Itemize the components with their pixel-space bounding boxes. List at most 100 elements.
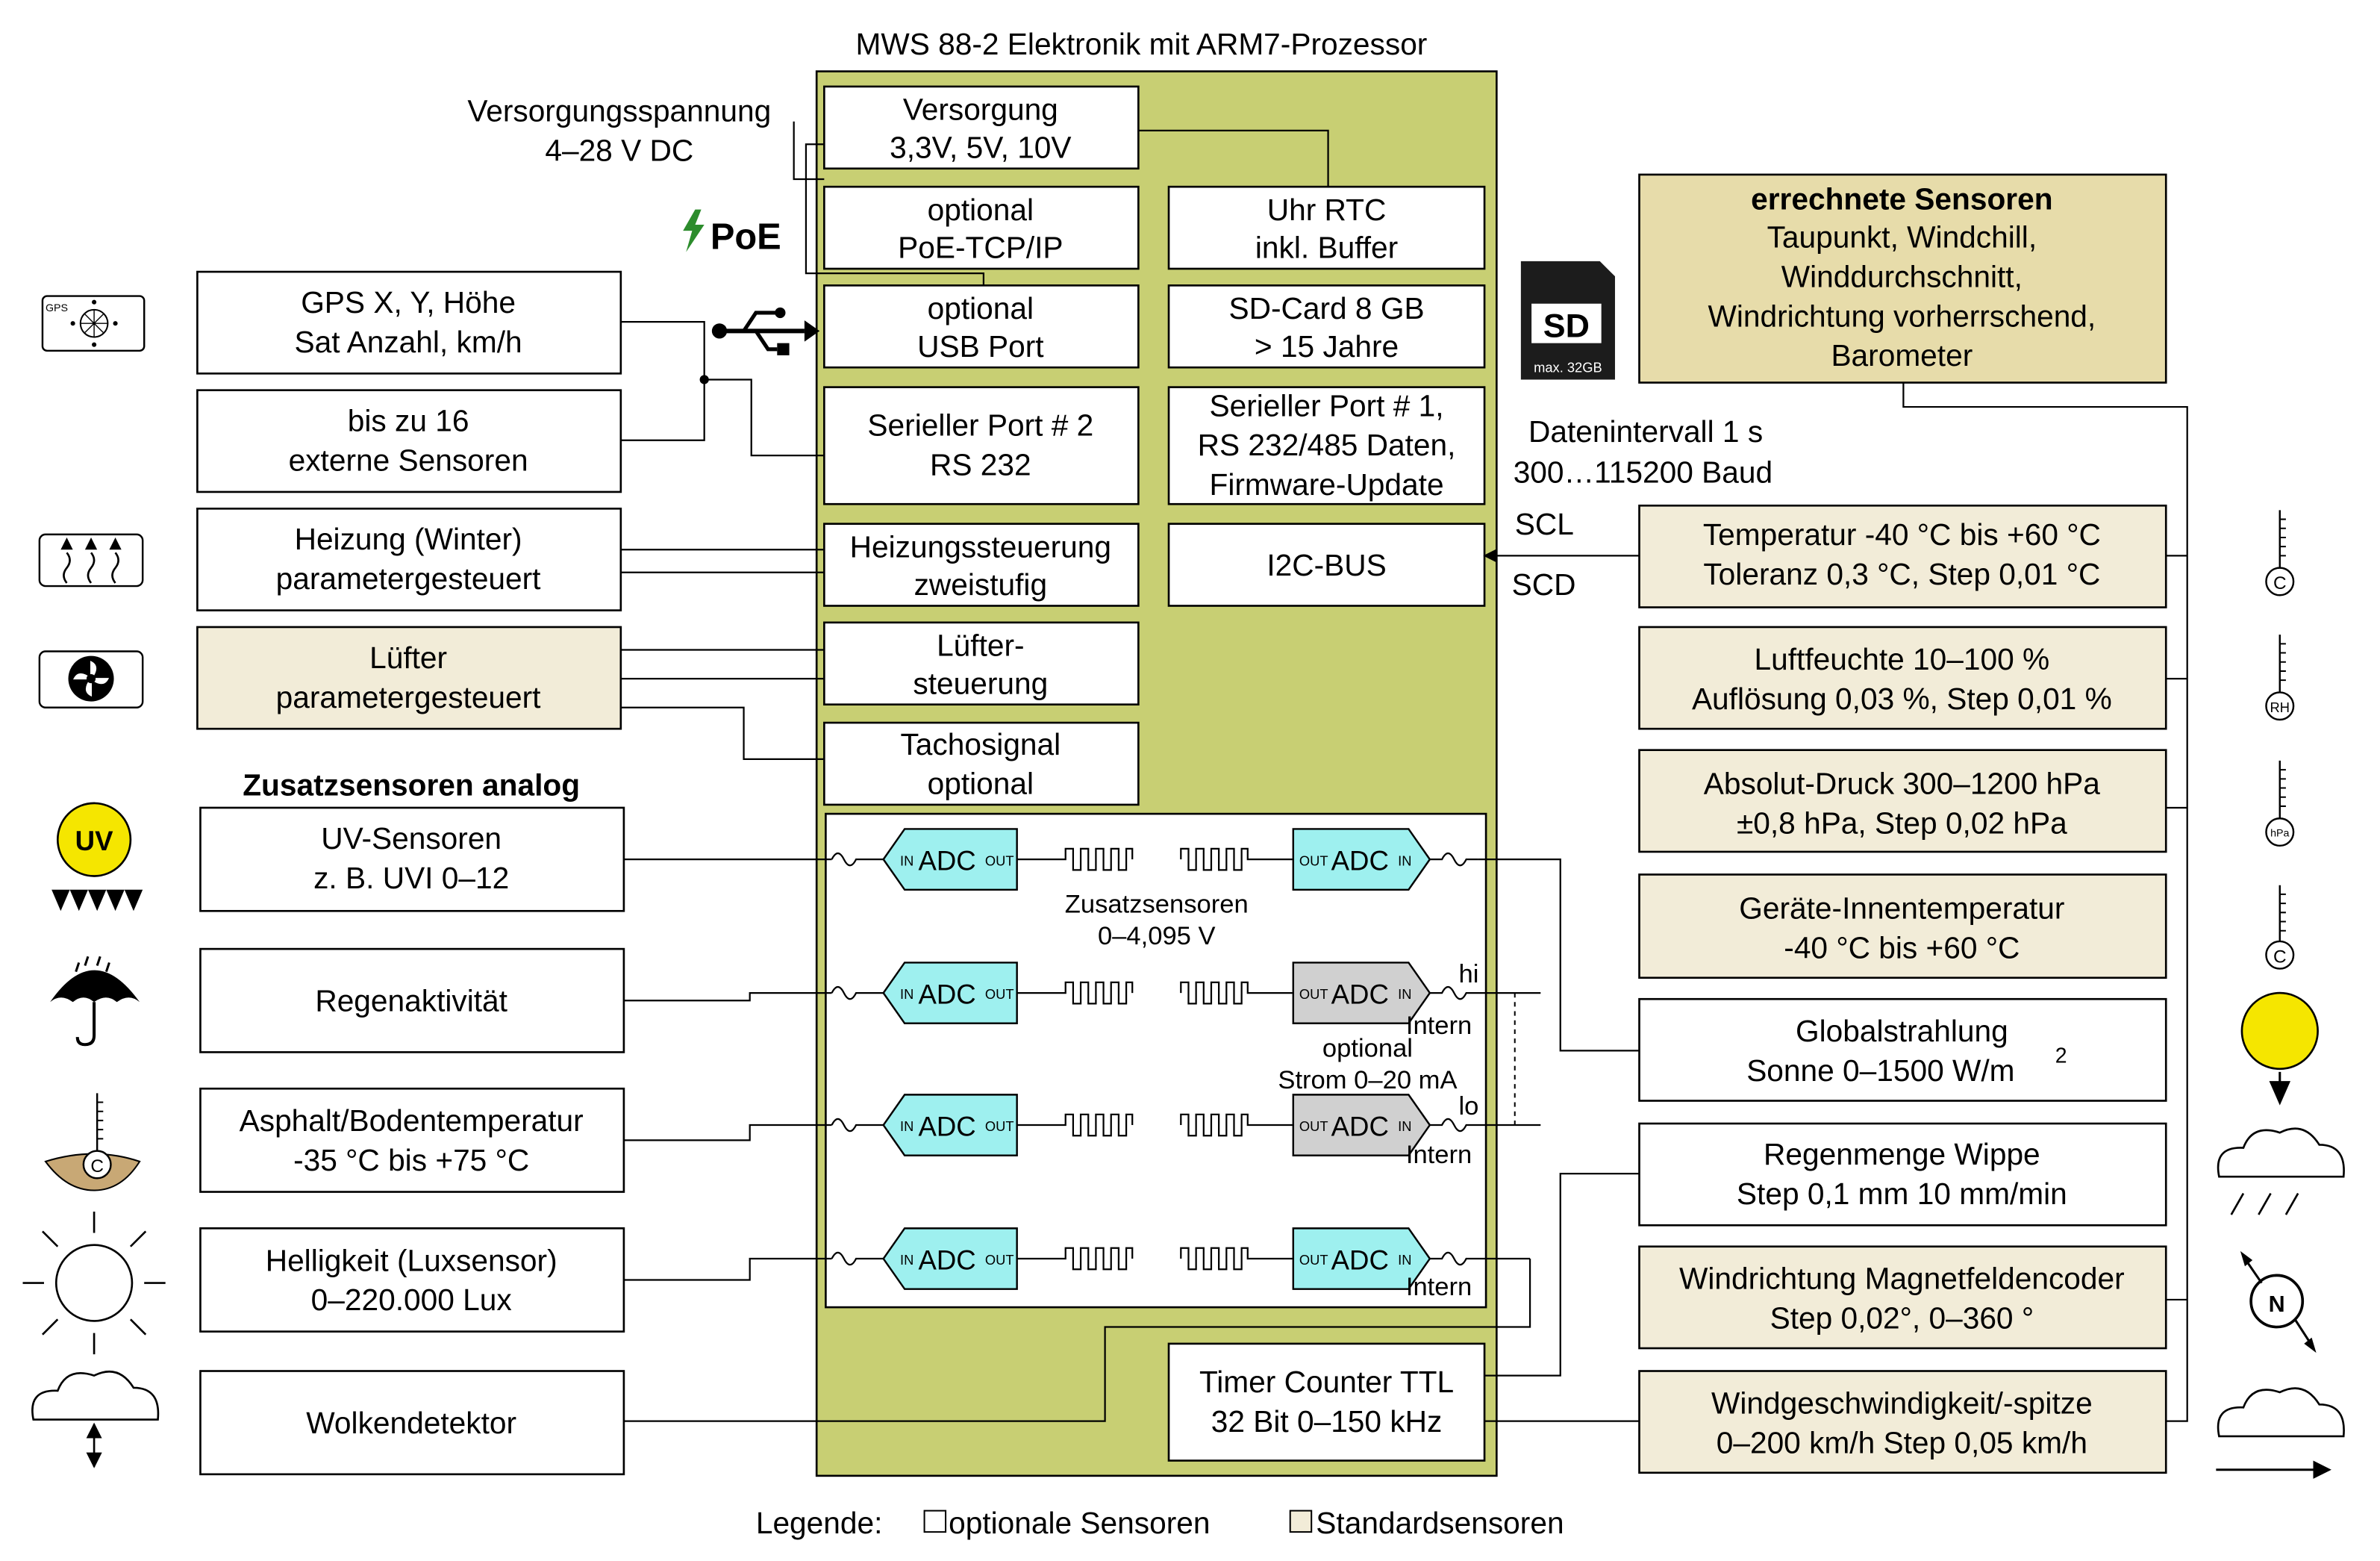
adc-row-3: IN ADC OUT OUT ADC IN — [831, 1094, 1541, 1156]
svg-text:ADC: ADC — [1331, 845, 1389, 876]
legend-optional-swatch — [923, 1509, 947, 1533]
svg-text:ADC: ADC — [1331, 1111, 1389, 1141]
thermometer-inner-icon: C — [2265, 885, 2295, 970]
adc-row-2: IN ADC OUT OUT ADC IN — [831, 962, 1541, 1025]
svg-text:UV-Sensoren: UV-Sensoren — [321, 821, 502, 856]
adc-strom-range: Strom 0–20 mA — [1278, 1066, 1457, 1094]
external-sensors-box: bis zu 16 externe Sensoren — [196, 389, 622, 493]
svg-text:Step 0,02°, 0–360 °: Step 0,02°, 0–360 ° — [1770, 1301, 2034, 1336]
svg-text:Uhr RTC: Uhr RTC — [1267, 193, 1387, 227]
svg-text:Firmware-Update: Firmware-Update — [1210, 467, 1444, 502]
svg-text:IN: IN — [1398, 986, 1411, 1002]
svg-text:N: N — [2269, 1292, 2285, 1317]
svg-text:0–220.000 Lux: 0–220.000 Lux — [311, 1283, 512, 1317]
adc-out-right-3: OUT ADC IN — [1292, 1094, 1431, 1156]
svg-text:ADC: ADC — [1331, 979, 1389, 1009]
windgeschwindigkeit-box: Windgeschwindigkeit/-spitze 0–200 km/h S… — [1638, 1370, 2167, 1474]
adc-in-left-4: IN ADC OUT — [882, 1227, 1018, 1290]
svg-text:Heizungssteuerung: Heizungssteuerung — [850, 529, 1111, 564]
svg-text:parametergesteuert: parametergesteuert — [276, 561, 541, 596]
rain-umbrella-icon — [50, 956, 140, 1047]
svg-text:parametergesteuert: parametergesteuert — [276, 680, 541, 714]
luftfeuchte-box: Luftfeuchte 10–100 % Auflösung 0,03 %, S… — [1638, 626, 2167, 730]
svg-text:USB Port: USB Port — [917, 329, 1043, 364]
svg-text:Heizung (Winter): Heizung (Winter) — [295, 522, 522, 556]
svg-text:Serieller Port # 1,: Serieller Port # 1, — [1209, 388, 1443, 423]
adc-rows: IN ADC OUT OUT ADC IN IN ADC OUT — [831, 828, 1541, 1290]
wind-cloud-icon — [2216, 1387, 2345, 1479]
helligkeit-box: Helligkeit (Luxsensor) 0–220.000 Lux — [199, 1227, 625, 1333]
versorgung-box: Versorgung 3,3V, 5V, 10V — [823, 85, 1140, 170]
svg-text:Wolkendetektor: Wolkendetektor — [306, 1406, 516, 1440]
svg-text:32 Bit 0–150 kHz: 32 Bit 0–150 kHz — [1211, 1404, 1443, 1439]
globalstrahlung-box: Globalstrahlung Sonne 0–1500 W/m 2 — [1638, 997, 2167, 1102]
svg-text:z. B. UVI 0–12: z. B. UVI 0–12 — [313, 861, 509, 895]
svg-text:inkl. Buffer: inkl. Buffer — [1255, 231, 1398, 265]
svg-text:Sonne 0–1500 W/m: Sonne 0–1500 W/m — [1746, 1053, 2014, 1088]
svg-text:ADC: ADC — [918, 1111, 975, 1141]
svg-text:Windrichtung Magnetfeldencoder: Windrichtung Magnetfeldencoder — [1679, 1262, 2125, 1296]
svg-text:Lüfter: Lüfter — [369, 641, 447, 675]
svg-text:Winddurchschnitt,: Winddurchschnitt, — [1781, 259, 2023, 293]
regenmenge-box: Regenmenge Wippe Step 0,1 mm 10 mm/min — [1638, 1122, 2167, 1227]
luefter-box: Lüfter parametergesteuert — [196, 626, 622, 730]
svg-text:IN: IN — [900, 1118, 913, 1134]
svg-text:ADC: ADC — [918, 979, 975, 1009]
svg-text:OUT: OUT — [1299, 986, 1328, 1002]
svg-text:ADC: ADC — [918, 845, 975, 876]
svg-text:3,3V, 5V, 10V: 3,3V, 5V, 10V — [890, 131, 1071, 165]
svg-text:RH: RH — [2270, 700, 2290, 715]
svg-text:SD: SD — [1543, 308, 1590, 345]
svg-text:Absolut-Druck 300–1200 hPa: Absolut-Druck 300–1200 hPa — [1704, 767, 2101, 801]
svg-text:OUT: OUT — [1299, 1118, 1328, 1134]
svg-text:zweistufig: zweistufig — [914, 567, 1048, 602]
adc-zusatz-label: Zusatzsensoren — [1065, 890, 1249, 918]
svg-text:Windrichtung vorherrschend,: Windrichtung vorherrschend, — [1708, 299, 2096, 333]
adc-panel — [825, 812, 1487, 1309]
svg-text:IN: IN — [1398, 1118, 1411, 1134]
svg-text:IN: IN — [900, 986, 913, 1002]
heizung-box: Heizung (Winter) parametergesteuert — [196, 508, 622, 611]
hygrometer-rh-icon: RH — [2265, 635, 2295, 721]
absolut-druck-box: Absolut-Druck 300–1200 hPa ±0,8 hPa, Ste… — [1638, 749, 2167, 853]
adc-out-right-4: OUT ADC IN — [1292, 1227, 1431, 1290]
svg-text:optional: optional — [928, 193, 1034, 227]
svg-text:I2C-BUS: I2C-BUS — [1266, 548, 1386, 582]
svg-text:Globalstrahlung: Globalstrahlung — [1796, 1014, 2008, 1048]
svg-text:Taupunkt, Windchill,: Taupunkt, Windchill, — [1767, 220, 2037, 255]
svg-text:Lüfter-: Lüfter- — [937, 629, 1025, 663]
svg-text:ADC: ADC — [918, 1244, 975, 1275]
solar-radiation-icon — [2240, 991, 2319, 1106]
adc-in-left-2: IN ADC OUT — [882, 962, 1018, 1025]
svg-text:hPa: hPa — [2270, 828, 2289, 840]
svg-text:Timer Counter TTL: Timer Counter TTL — [1199, 1365, 1454, 1399]
poe-label: PoE — [710, 217, 781, 258]
svg-text:Tachosignal: Tachosignal — [900, 727, 1061, 761]
compass-icon: N — [2240, 1250, 2317, 1353]
serial-port-2-box: Serieller Port # 2 RS 232 — [823, 386, 1140, 505]
svg-text:Sat Anzahl, km/h: Sat Anzahl, km/h — [295, 325, 522, 359]
svg-text:2: 2 — [2055, 1044, 2067, 1068]
svg-text:Auflösung 0,03 %, Step 0,01 %: Auflösung 0,03 %, Step 0,01 % — [1692, 682, 2112, 716]
serial-port-1-box: Serieller Port # 1, RS 232/485 Daten, Fi… — [1167, 386, 1486, 505]
svg-text:IN: IN — [900, 853, 913, 868]
rain-cloud-icon — [2217, 1127, 2345, 1215]
adc-intern-label-2: Intern — [1406, 1141, 1472, 1169]
sd-card-icon: SD max. 32GB — [1520, 261, 1615, 380]
rtc-box: Uhr RTC inkl. Buffer — [1167, 185, 1486, 270]
sd-card-box: SD-Card 8 GB > 15 Jahre — [1167, 284, 1486, 369]
svg-text:steuerung: steuerung — [913, 666, 1048, 700]
svg-text:IN: IN — [900, 1252, 913, 1268]
legend-standard-label: Standardsensoren — [1316, 1506, 1564, 1540]
adc-in-left-1: IN ADC OUT — [882, 828, 1018, 891]
gps-box: GPS X, Y, Höhe Sat Anzahl, km/h — [196, 270, 622, 375]
svg-text:SD-Card 8 GB: SD-Card 8 GB — [1228, 291, 1424, 325]
i2c-bus-box: I2C-BUS — [1167, 523, 1486, 607]
svg-text:Versorgung: Versorgung — [903, 93, 1058, 127]
supply-label: Versorgungsspannung — [467, 94, 771, 128]
svg-text:Serieller Port # 2: Serieller Port # 2 — [867, 408, 1093, 443]
svg-text:Windgeschwindigkeit/-spitze: Windgeschwindigkeit/-spitze — [1711, 1386, 2093, 1420]
svg-text:OUT: OUT — [985, 853, 1014, 868]
svg-text:OUT: OUT — [1299, 1252, 1328, 1268]
